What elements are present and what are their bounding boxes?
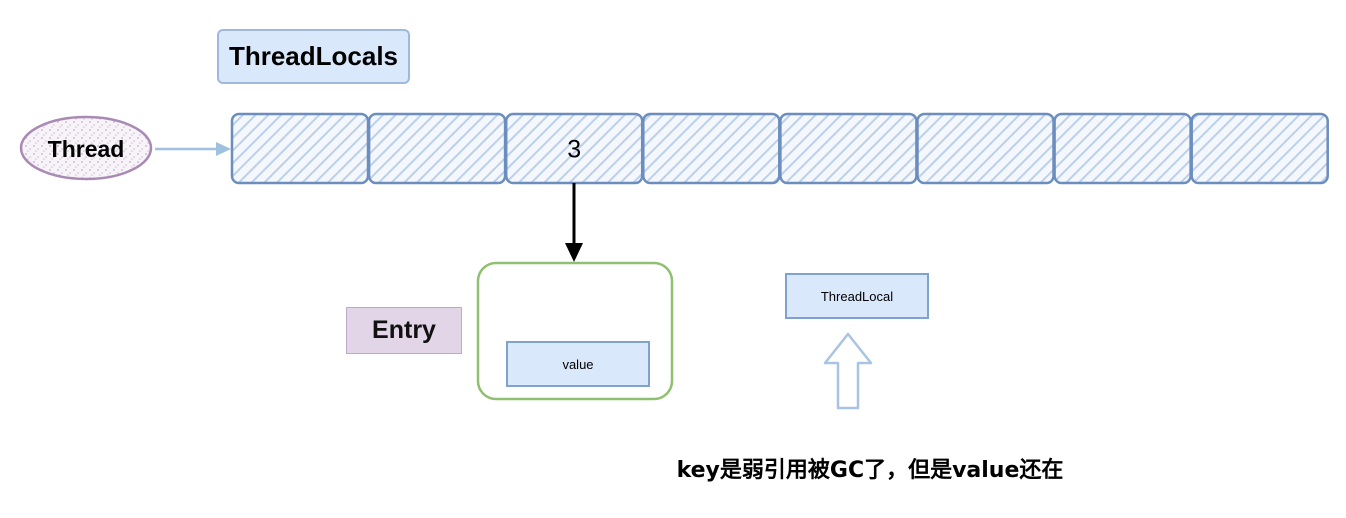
array-slot-2: 3 — [504, 112, 644, 185]
array-slot-1 — [367, 112, 507, 185]
thread-to-array-arrow — [155, 142, 231, 156]
value-label: value — [562, 357, 593, 372]
array-slot-7 — [1190, 112, 1329, 185]
array-slot-3 — [642, 112, 781, 185]
thread-node: Thread — [19, 115, 153, 181]
hollow-up-arrow — [823, 332, 873, 410]
array-slot-6 — [1053, 112, 1192, 185]
thread-label: Thread — [48, 136, 125, 162]
slot-to-entry-arrow — [565, 183, 583, 262]
entry-label: Entry — [346, 307, 462, 354]
threadlocal-label: ThreadLocal — [821, 289, 893, 304]
array-slot-label: 3 — [567, 136, 581, 164]
threadlocal-array: 3 — [230, 112, 1329, 185]
threadlocals-title: ThreadLocals — [217, 29, 410, 84]
array-slot-5 — [916, 112, 1055, 185]
array-slot-4 — [779, 112, 918, 185]
caption-text: key是弱引用被GC了，但是value还在 — [676, 458, 1064, 483]
threadlocal-node: ThreadLocal — [785, 273, 929, 319]
entry-container: value — [476, 261, 674, 401]
array-slot-0 — [230, 112, 370, 185]
